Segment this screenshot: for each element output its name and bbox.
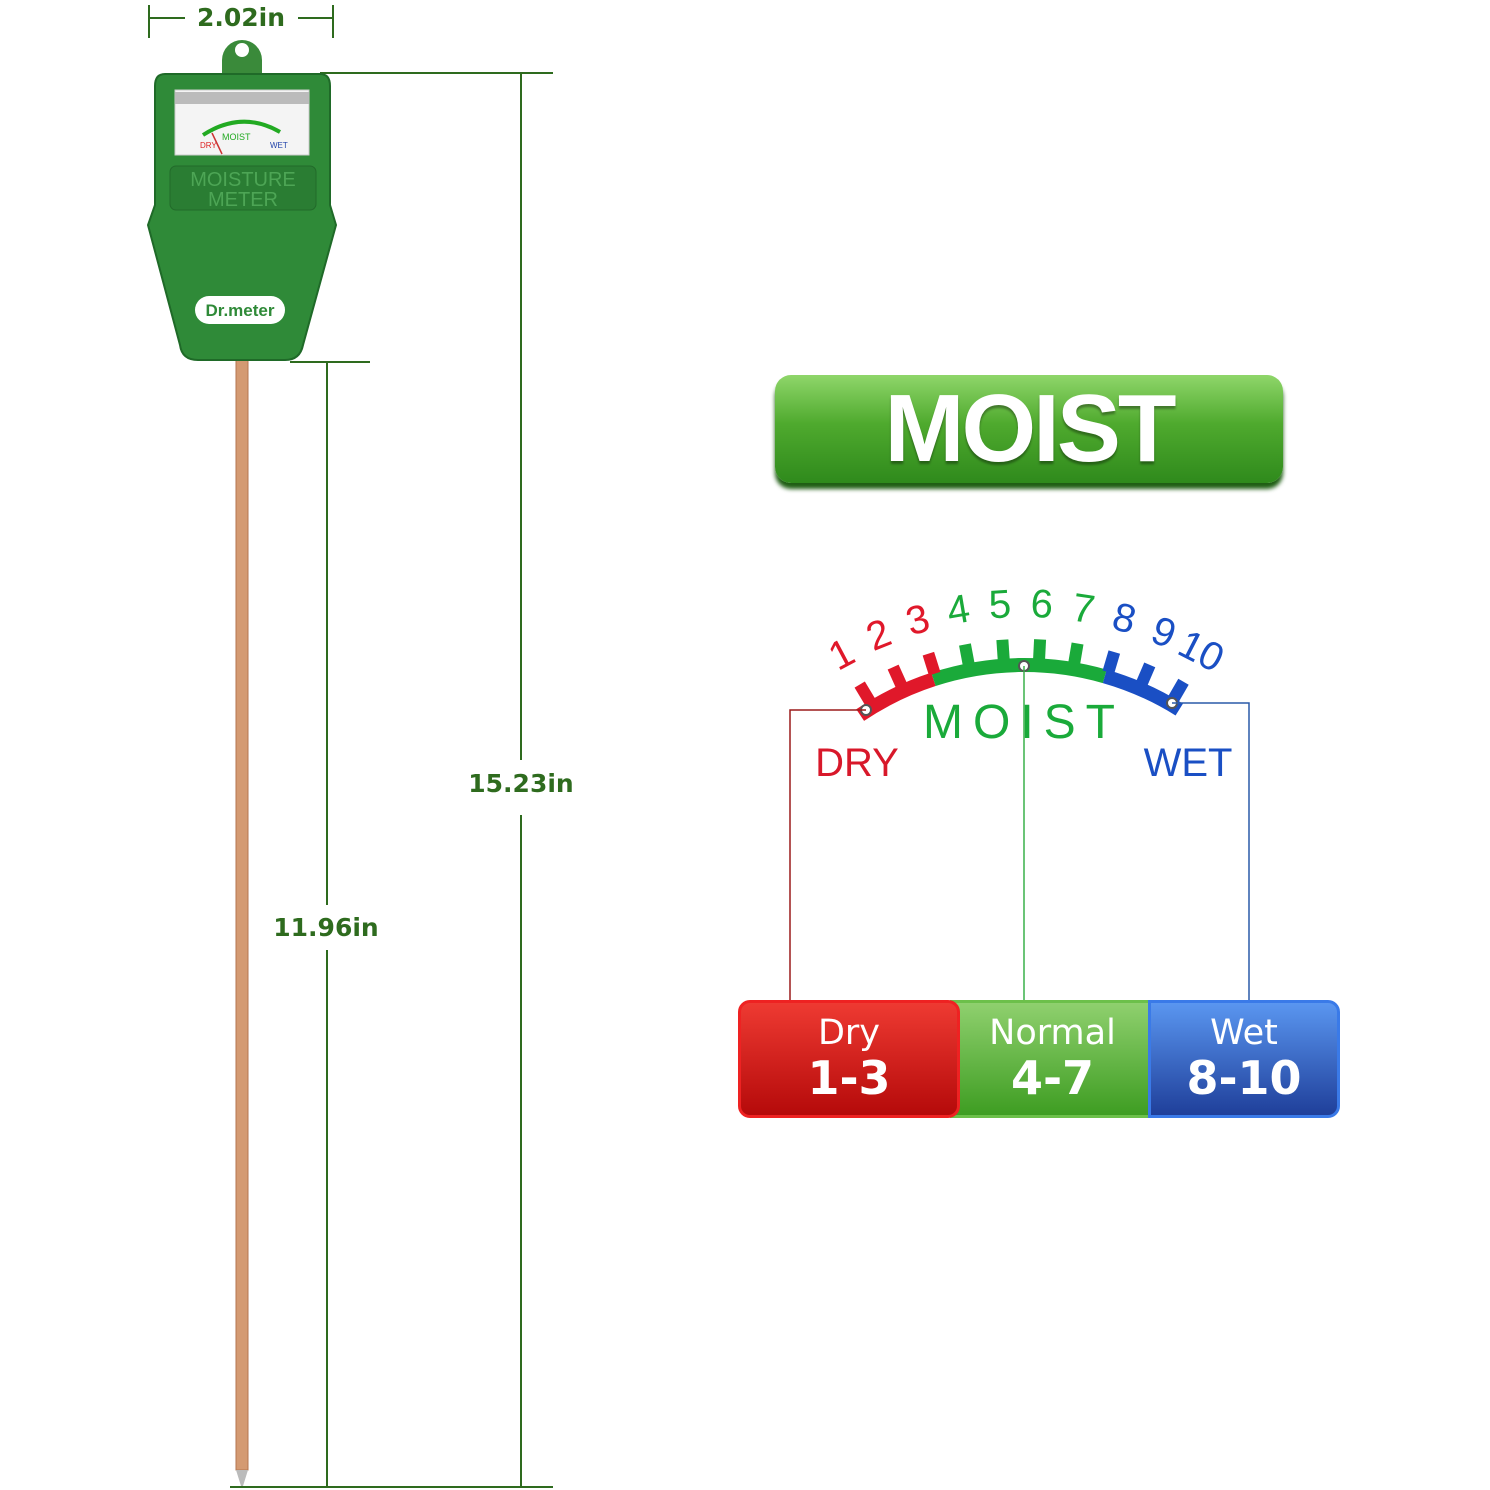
range-dry: Dry 1-3 [738,1000,960,1118]
gauge-tick [1068,642,1084,666]
gauge-tick [996,639,1010,662]
brand-logo [195,296,285,324]
gauge-scale-number: 10 [1171,622,1231,681]
gauge-tick [1167,678,1189,703]
dial-needle [211,132,223,155]
panel-label-2: METER [208,189,278,211]
probe-rod [235,354,249,1471]
gauge-tick [1135,662,1156,687]
gauge-connector-lines [789,666,1250,1002]
gauge-scale-number: 8 [1108,594,1141,642]
gauge-scale-number: 6 [1030,582,1054,627]
gauge-wet-label: WET [1144,741,1233,785]
range-value: 1-3 [807,1050,891,1105]
range-value: 8-10 [1186,1050,1302,1105]
moisture-meter-device: DRY MOIST WET MOISTURE METER Dr.meter [146,40,338,1486]
gauge-scale-number: 1 [822,630,862,679]
dimension-lines [148,5,553,1488]
moist-badge: MOIST [775,375,1283,483]
gauge-scale-number: 7 [1069,586,1098,633]
width-dimension: 2.02in [197,3,285,32]
dial-wet-label: WET [270,141,288,150]
range-label: Wet [1210,1013,1278,1054]
dial-dry-label: DRY [200,141,217,150]
dial-moist-label: MOIST [222,132,251,142]
range-value: 4-7 [1010,1050,1095,1105]
range-label: Dry [817,1013,881,1054]
range-normal: Normal 4-7 [950,1000,1155,1118]
hang-loop [222,40,262,78]
gauge-tick [1033,639,1047,661]
brand-name: Dr.meter [206,301,275,320]
gauge-tick [854,681,876,706]
panel-label: MOISTURE [190,169,296,191]
probe-tip [236,1470,248,1486]
gauge-scale-number: 3 [901,596,934,644]
gauge-tick [922,651,941,676]
gauge-scale-number: 4 [944,587,973,634]
gauge-dry-label: DRY [815,741,899,785]
gauge-tick [1102,650,1121,674]
range-label: Normal [989,1013,1116,1054]
gauge-tick [959,643,975,667]
gauge-tick [887,664,908,689]
probe-length-dimension: 11.96in [273,913,378,942]
range-wet: Wet 8-10 [1148,1000,1340,1118]
gauge-scale-number: 5 [988,582,1013,627]
gauge-scale-number: 2 [860,611,897,660]
total-length-dimension: 15.23in [468,769,573,798]
gauge-moist-label: MOIST [923,696,1125,749]
